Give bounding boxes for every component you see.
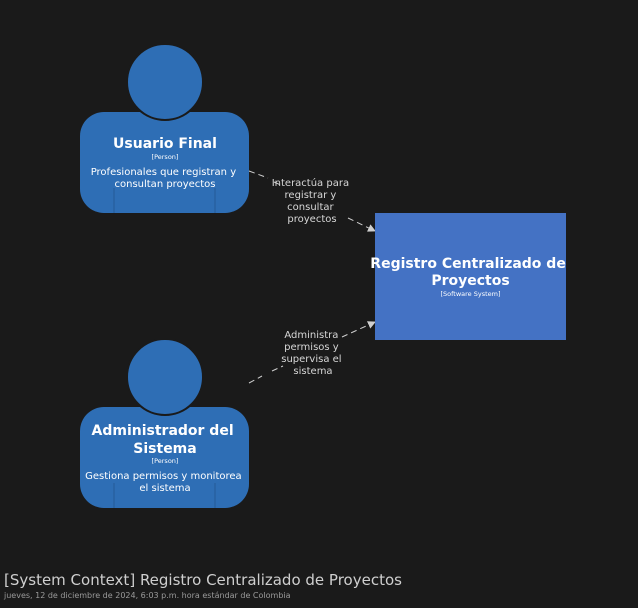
person-name: Usuario Final bbox=[113, 136, 217, 152]
person-head-icon bbox=[126, 43, 204, 121]
relationship-label-user: Interactúa para registrar y consultar pr… bbox=[272, 177, 353, 225]
person-body bbox=[80, 407, 249, 508]
software-system-registro[interactable]: Registro Centralizado de Proyectos [Soft… bbox=[370, 213, 570, 340]
person-description: Profesionales que registran y consultan … bbox=[91, 167, 240, 190]
diagram-date: jueves, 12 de diciembre de 2024, 6:03 p.… bbox=[4, 591, 291, 600]
diagram-title: [System Context] Registro Centralizado d… bbox=[4, 571, 402, 589]
system-name: Registro Centralizado de Proyectos bbox=[370, 256, 570, 289]
relationship-admin-to-system[interactable]: Administra permisos y supervisa el siste… bbox=[248, 321, 376, 384]
person-description: Gestiona permisos y monitorea el sistema bbox=[85, 471, 245, 494]
element-type: [Software System] bbox=[440, 290, 500, 298]
element-type: [Person] bbox=[152, 457, 179, 465]
person-head-icon bbox=[126, 338, 204, 416]
system-box bbox=[375, 213, 566, 340]
person-name: Administrador del Sistema bbox=[92, 423, 239, 457]
person-administrador[interactable]: Administrador del Sistema [Person] Gesti… bbox=[80, 338, 249, 508]
relationship-label-admin: Administra permisos y supervisa el siste… bbox=[281, 330, 345, 377]
relationship-user-to-system[interactable]: Interactúa para registrar y consultar pr… bbox=[248, 170, 376, 232]
person-usuario-final[interactable]: Usuario Final [Person] Profesionales que… bbox=[80, 43, 249, 213]
person-body bbox=[80, 112, 249, 213]
element-type: [Person] bbox=[152, 153, 179, 161]
